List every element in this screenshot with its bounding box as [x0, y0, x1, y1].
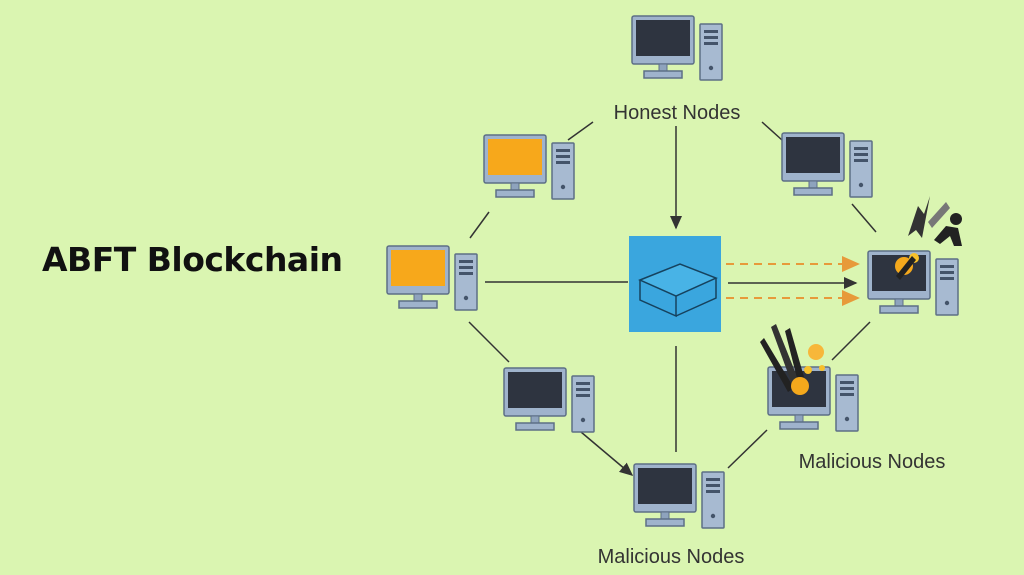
attacker-head-icon — [950, 213, 962, 225]
node-bottom — [633, 463, 725, 529]
link-top-upperright — [761, 121, 783, 141]
link-lowerright-bottom — [727, 429, 768, 469]
malicious-nodes-label-right: Malicious Nodes — [799, 451, 946, 473]
node-upper-left — [483, 134, 575, 200]
malicious-nodes-label-bottom: Malicious Nodes — [598, 546, 745, 568]
blockchain-block — [629, 236, 721, 332]
node-top — [631, 15, 723, 81]
dashed-arrows — [712, 256, 860, 306]
attacker-icon — [895, 196, 962, 280]
link-left-lowerleft — [468, 321, 510, 363]
diagram-title: ABFT Blockchain — [42, 240, 343, 279]
honest-nodes-label: Honest Nodes — [614, 102, 741, 124]
connection-lines — [468, 121, 877, 476]
lightning-bolt-icon — [908, 196, 930, 238]
node-lower-left — [503, 367, 595, 433]
link-right-lowerright — [831, 321, 871, 361]
link-upperright-right — [851, 203, 877, 233]
attack-spikes-icon — [760, 324, 825, 395]
link-upperleft-left — [469, 211, 490, 239]
node-upper-right — [781, 132, 873, 198]
link-top-upperleft — [567, 121, 594, 141]
arrow-lowerleft-to-bottom — [580, 431, 634, 476]
node-left — [386, 245, 478, 311]
block-cube-icon — [638, 263, 718, 318]
